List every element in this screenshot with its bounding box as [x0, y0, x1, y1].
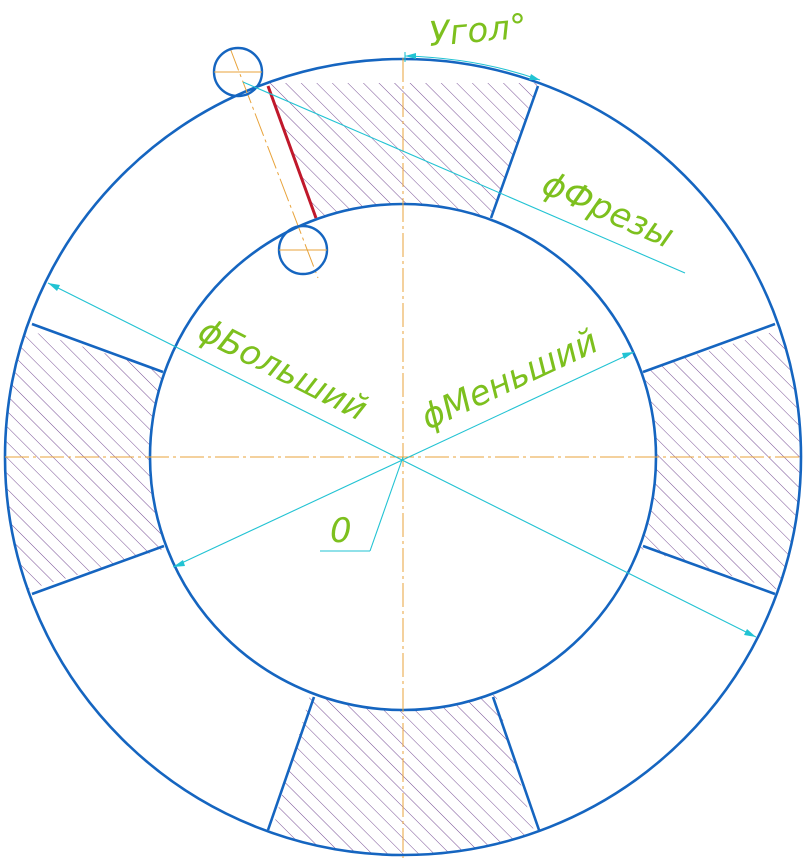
slot-edges — [31, 85, 776, 831]
hatched-sector-left — [4, 322, 168, 598]
hatched-sector-right — [638, 322, 802, 598]
dimension-arrowheads — [48, 53, 756, 637]
dim-small-diameter — [172, 351, 635, 568]
angle-label: Угол° — [427, 7, 528, 55]
cutter-diameter-label: ϕФрезы — [536, 164, 679, 257]
dim-angle-arc — [404, 55, 541, 81]
cut-edge-line — [266, 85, 318, 219]
cutter-axis-centerline — [229, 47, 319, 279]
dim-cutter-extension-1 — [242, 81, 686, 274]
origin-label: 0 — [330, 511, 352, 551]
dimension-lines — [47, 52, 757, 638]
big-diameter-label: ϕБольший — [192, 310, 374, 429]
dim-origin-leader — [369, 456, 404, 552]
small-diameter-label: ϕМеньший — [415, 321, 604, 438]
